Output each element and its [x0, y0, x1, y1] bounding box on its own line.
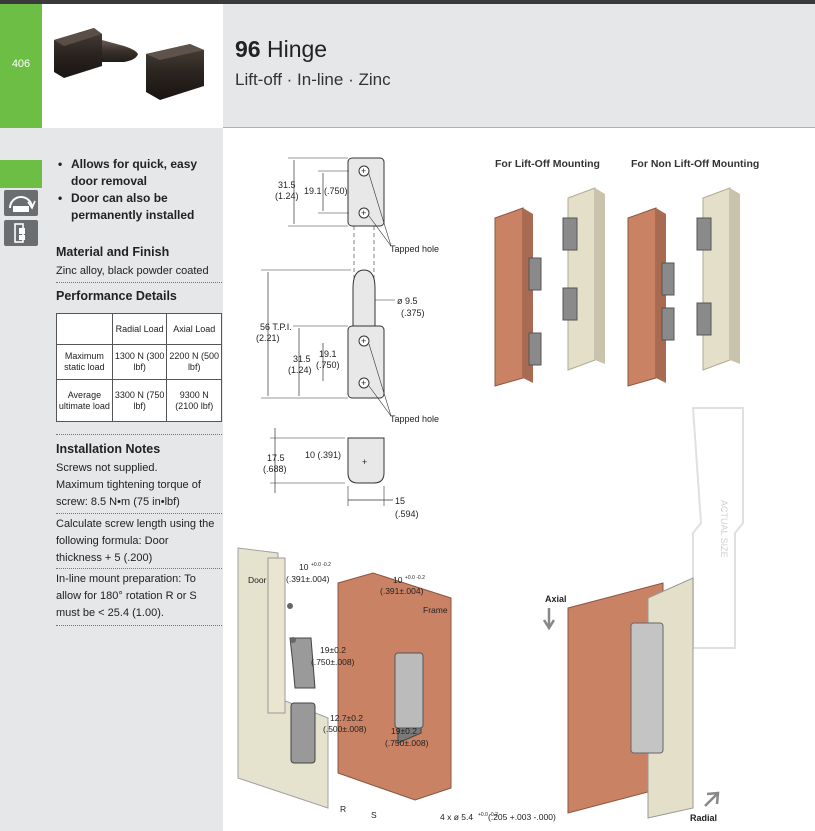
dim-right-in: (.391±.004)	[380, 586, 424, 596]
sidebar-accent	[0, 160, 42, 188]
frame-label: Frame	[423, 605, 448, 615]
dim-127: 12.7±0.2	[330, 713, 363, 723]
holes-tol: +0.0 -0.2	[478, 812, 498, 818]
dim-tpi-in: (2.21)	[256, 333, 280, 343]
header-divider	[223, 127, 815, 128]
table-cell: Average ultimate load	[56, 379, 113, 422]
lift-off-label: For Lift-Off Mounting	[495, 158, 600, 170]
feature-item: Allows for quick, easy door removal	[56, 156, 216, 190]
lift-off-illustration	[494, 187, 605, 387]
divider	[56, 434, 222, 435]
table-header-cell: Radial Load	[111, 313, 168, 345]
product-photo	[42, 4, 223, 128]
table-header-row: Radial Load Axial Load	[56, 313, 222, 345]
install-note: Calculate screw length using the followi…	[56, 518, 215, 564]
install-note: In-line mount preparation: To allow for …	[56, 573, 197, 619]
technical-drawing: + + 31.5 (1.24) 19.1 (.750) Tapped hole …	[237, 157, 759, 823]
table-cell: 3300 N (750 lbf)	[111, 379, 168, 422]
end-view	[347, 437, 385, 484]
dim-r: R	[340, 804, 346, 814]
material-text: Zinc alloy, black powder coated	[56, 265, 209, 277]
load-illustration	[542, 577, 720, 819]
svg-text:+: +	[361, 166, 366, 176]
radial-label: Radial	[690, 813, 717, 823]
dim-127-in: (.500±.008)	[323, 724, 367, 734]
install-note: Maximum tightening torque of screw: 8.5 …	[56, 479, 201, 508]
top-rule	[0, 0, 815, 4]
installation-heading: Installation Notes	[56, 442, 161, 456]
dim-right-tol: +0.0 -0.2	[405, 575, 425, 581]
material-heading: Material and Finish	[56, 245, 170, 259]
pin-drawing	[352, 269, 376, 327]
dim-pin-dia-in: (.375)	[401, 308, 425, 318]
mount-icon	[4, 220, 38, 246]
dim-bot-h-in: (1.24)	[288, 365, 312, 375]
actual-size-label: ACTUAL SIZE	[719, 500, 729, 558]
dim-19a: 19±0.2	[320, 645, 346, 655]
dim-end-h-in: (.688)	[263, 464, 287, 474]
feature-list: Allows for quick, easy door removal Door…	[56, 156, 216, 224]
svg-text:+: +	[361, 378, 366, 388]
dim-s: S	[371, 810, 377, 820]
installation-illustration	[237, 547, 452, 809]
dim-bot-spacing-in: (.750)	[316, 360, 340, 370]
title-number: 96	[235, 36, 261, 62]
section-tab	[0, 4, 42, 128]
performance-table: Radial Load Axial Load Maximum static lo…	[56, 313, 222, 422]
table-row: Average ultimate load 3300 N (750 lbf) 9…	[56, 379, 222, 422]
svg-text:+: +	[362, 457, 367, 467]
svg-text:+: +	[361, 336, 366, 346]
dim-end-h: 17.5	[267, 453, 285, 463]
page-number: 406	[11, 58, 31, 70]
top-leaf	[347, 157, 385, 227]
dim-19a-in: (.750±.008)	[311, 657, 355, 667]
header-band	[223, 4, 815, 128]
dim-left: 10	[299, 562, 309, 572]
install-note: Screws not supplied.	[56, 462, 158, 474]
holes-in: (.205 +.003 -.000)	[488, 812, 556, 822]
dim-19b: 19±0.2	[391, 726, 417, 736]
page-title: 96 Hinge	[235, 36, 327, 63]
divider	[56, 625, 222, 626]
dim-tpi: 56 T.P.I.	[260, 322, 292, 332]
dim-end-w: 10 (.391)	[305, 450, 341, 460]
holes-label: 4 x ø 5.4	[440, 812, 473, 822]
dim-left-in: (.391±.004)	[286, 574, 330, 584]
table-cell: Maximum static load	[56, 344, 113, 380]
page-subtitle: Lift-off · In-line · Zinc	[235, 70, 391, 89]
axial-label: Axial	[545, 594, 567, 604]
dim-end-depth: 15	[395, 496, 405, 506]
dim-left-tol: +0.0 -0.2	[311, 562, 331, 568]
table-row: Maximum static load 1300 N (300 lbf) 220…	[56, 344, 222, 380]
actual-size-outline: ACTUAL SIZE	[691, 407, 744, 649]
table-header-cell: Axial Load	[166, 313, 222, 345]
dim-right: 10	[393, 575, 403, 585]
table-header-cell	[56, 313, 113, 345]
dim-top-h-in: (1.24)	[275, 191, 299, 201]
svg-text:+: +	[361, 208, 366, 218]
divider	[56, 282, 222, 283]
table-cell: 2200 N (500 lbf)	[166, 344, 222, 380]
non-lift-off-label: For Non Lift-Off Mounting	[631, 158, 759, 170]
table-cell: 9300 N (2100 lbf)	[166, 379, 222, 422]
dim-19b-in: (.750±.008)	[385, 738, 429, 748]
dim-pin-dia: ø 9.5	[397, 296, 418, 306]
divider	[56, 513, 222, 514]
dim-bot-spacing: 19.1	[319, 349, 337, 359]
feature-item: Door can also be permanently installed	[56, 190, 216, 224]
door-label: Door	[248, 575, 267, 585]
tapped-hole-label: Tapped hole	[390, 414, 439, 424]
dim-bot-h: 31.5	[293, 354, 311, 364]
bottom-leaf	[347, 325, 385, 399]
table-cell: 1300 N (300 lbf)	[111, 344, 168, 380]
dim-end-depth-in: (.594)	[395, 509, 419, 519]
rotation-icon	[4, 190, 38, 216]
dim-hole-spacing: 19.1 (.750)	[304, 186, 348, 196]
non-lift-off-illustration	[627, 187, 740, 387]
divider	[56, 568, 222, 569]
performance-heading: Performance Details	[56, 289, 177, 303]
title-word: Hinge	[266, 36, 328, 62]
tapped-hole-label: Tapped hole	[390, 244, 439, 254]
dim-top-h: 31.5	[278, 180, 296, 190]
